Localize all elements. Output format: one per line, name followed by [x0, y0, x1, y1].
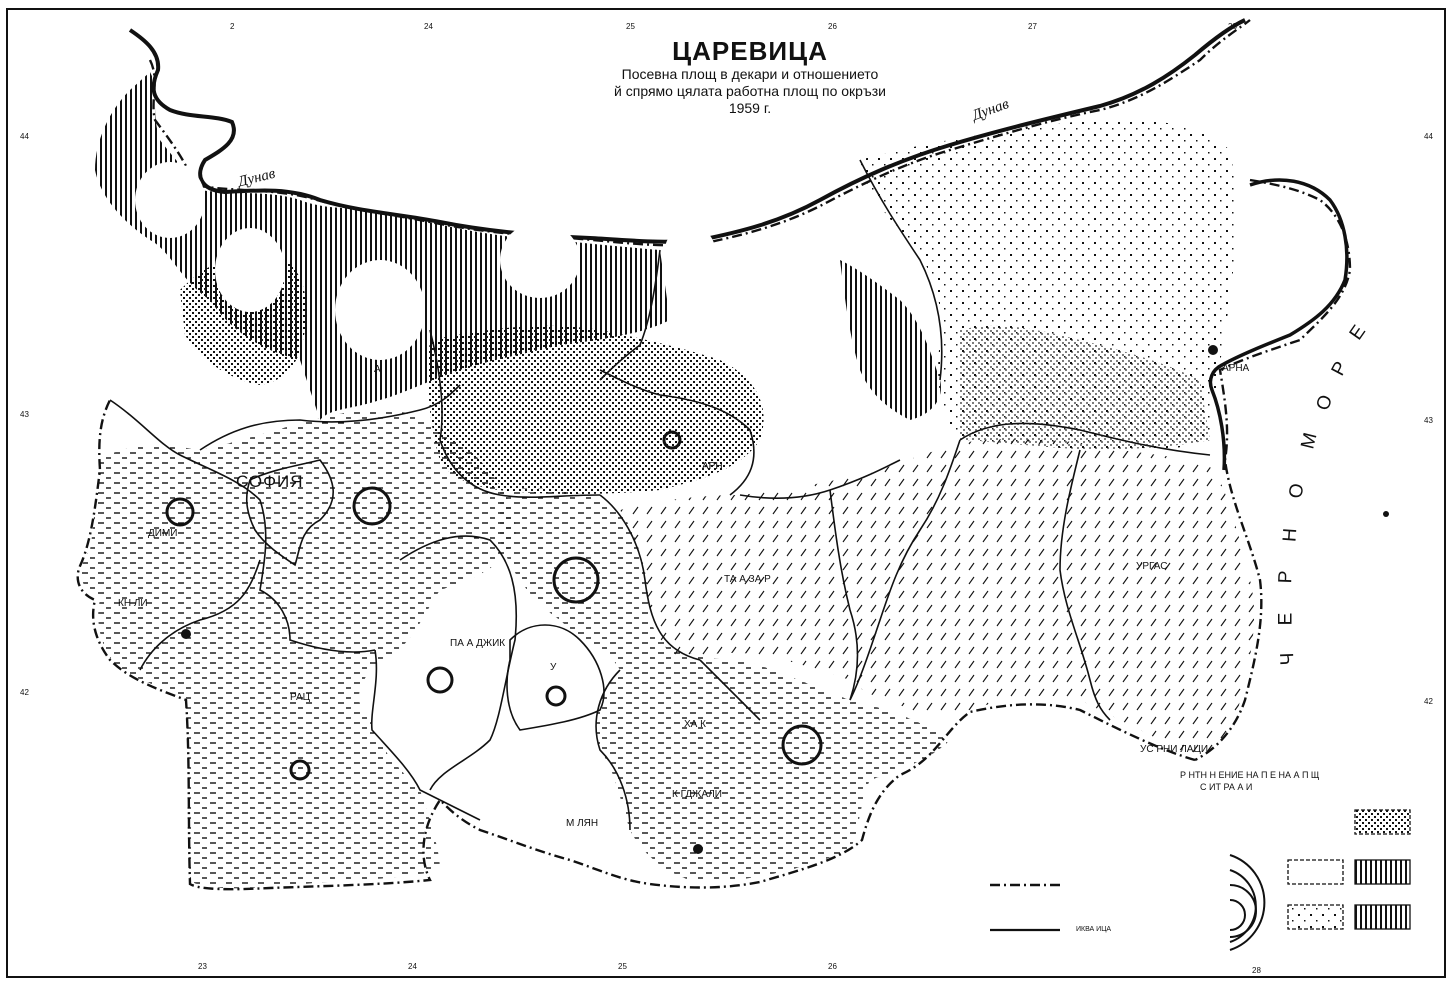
coord-top-27: 27 [1028, 22, 1037, 31]
coord-top-24: 24 [424, 22, 433, 31]
sea-letter-9: Ч [1277, 652, 1299, 666]
subtitle-line-1: Посевна площ в декари и отношението [621, 66, 879, 82]
city-label-tarnovo: АРН [702, 461, 723, 472]
city-label-kyustendil: КН ЛИ [118, 598, 148, 609]
coord-right-44: 44 [1424, 132, 1433, 141]
coord-right-42: 42 [1424, 697, 1433, 706]
district-borders [109, 159, 1211, 831]
coord-left-43: 43 [20, 410, 29, 419]
city-label-vratsa: А [374, 364, 381, 375]
city-label-dimitrovo: ДИМИ [148, 528, 178, 539]
coord-bottom-25: 25 [618, 962, 627, 971]
city-label-burgas: УРГАС [1136, 561, 1168, 572]
sea-letter-8: Е [1275, 612, 1297, 626]
city-label-sofia: СОФИЯ [236, 472, 304, 491]
region-northeast-dots-dense [960, 325, 1210, 450]
city-label-stara-zagora: ТА А ЗА Р [724, 574, 771, 585]
sea-letter-6: Н [1279, 527, 1302, 543]
sea-letter-5: О [1285, 482, 1309, 500]
coord-top-26: 26 [828, 22, 837, 31]
legend-graphics [990, 809, 1411, 951]
region-southwest-dashes [81, 409, 516, 889]
city-label-haskovo: ХА К [684, 719, 706, 730]
coord-top-22: 2 [230, 22, 235, 31]
legend-state-border-label: ИКВА ИЦА [1076, 926, 1112, 933]
white-voids [135, 162, 800, 368]
coord-bottom-24: 24 [408, 962, 417, 971]
coord-left-44: 44 [20, 132, 29, 141]
city-label-smolyan: М ЛЯН [566, 818, 599, 829]
legend-line-2: С ИТ РА А И [1200, 782, 1253, 792]
map-title: ЦАРЕВИЦА [672, 36, 828, 66]
proportional-circles [165, 430, 823, 781]
map-frame [6, 8, 1446, 978]
title-block: ЦАРЕВИЦА Посевна площ в декари и отношен… [540, 36, 960, 117]
city-label-blagoevgrad: РАЦ [290, 692, 311, 703]
coord-bottom-28: 28 [1252, 966, 1261, 975]
city-label-kardzhali: К ГДЖАЛИ [672, 789, 722, 800]
region-north-center-vlines [840, 260, 941, 420]
coord-top-25: 25 [626, 22, 635, 31]
black-sea-coast [1208, 178, 1349, 471]
region-north-central-dots [428, 325, 764, 495]
city-label-pazardzhik: ПА А ДЖИК [450, 638, 506, 649]
region-southeast-hatch [620, 439, 1255, 760]
legend-line-1: Р НТН Н ЕНИЕ НА П Е НА А П Щ [1180, 770, 1320, 780]
city-label-varna: АРНА [1222, 363, 1250, 374]
legend-title: УС РНИ ЛАЦИ [1140, 744, 1209, 755]
coord-bottom-23: 23 [198, 962, 207, 971]
sea-letter-7: Р [1275, 570, 1297, 584]
small-dots [181, 345, 1389, 854]
coord-left-42: 42 [20, 688, 29, 697]
subtitle-line-2: й спрямо цялата работна площ по окръзи [614, 83, 886, 99]
coord-top-28: 28 [1228, 22, 1237, 31]
city-label-plovdiv: У [550, 662, 557, 673]
subtitle-line-3: 1959 г. [728, 100, 772, 116]
coord-bottom-26: 26 [828, 962, 837, 971]
coord-right-43: 43 [1424, 416, 1433, 425]
